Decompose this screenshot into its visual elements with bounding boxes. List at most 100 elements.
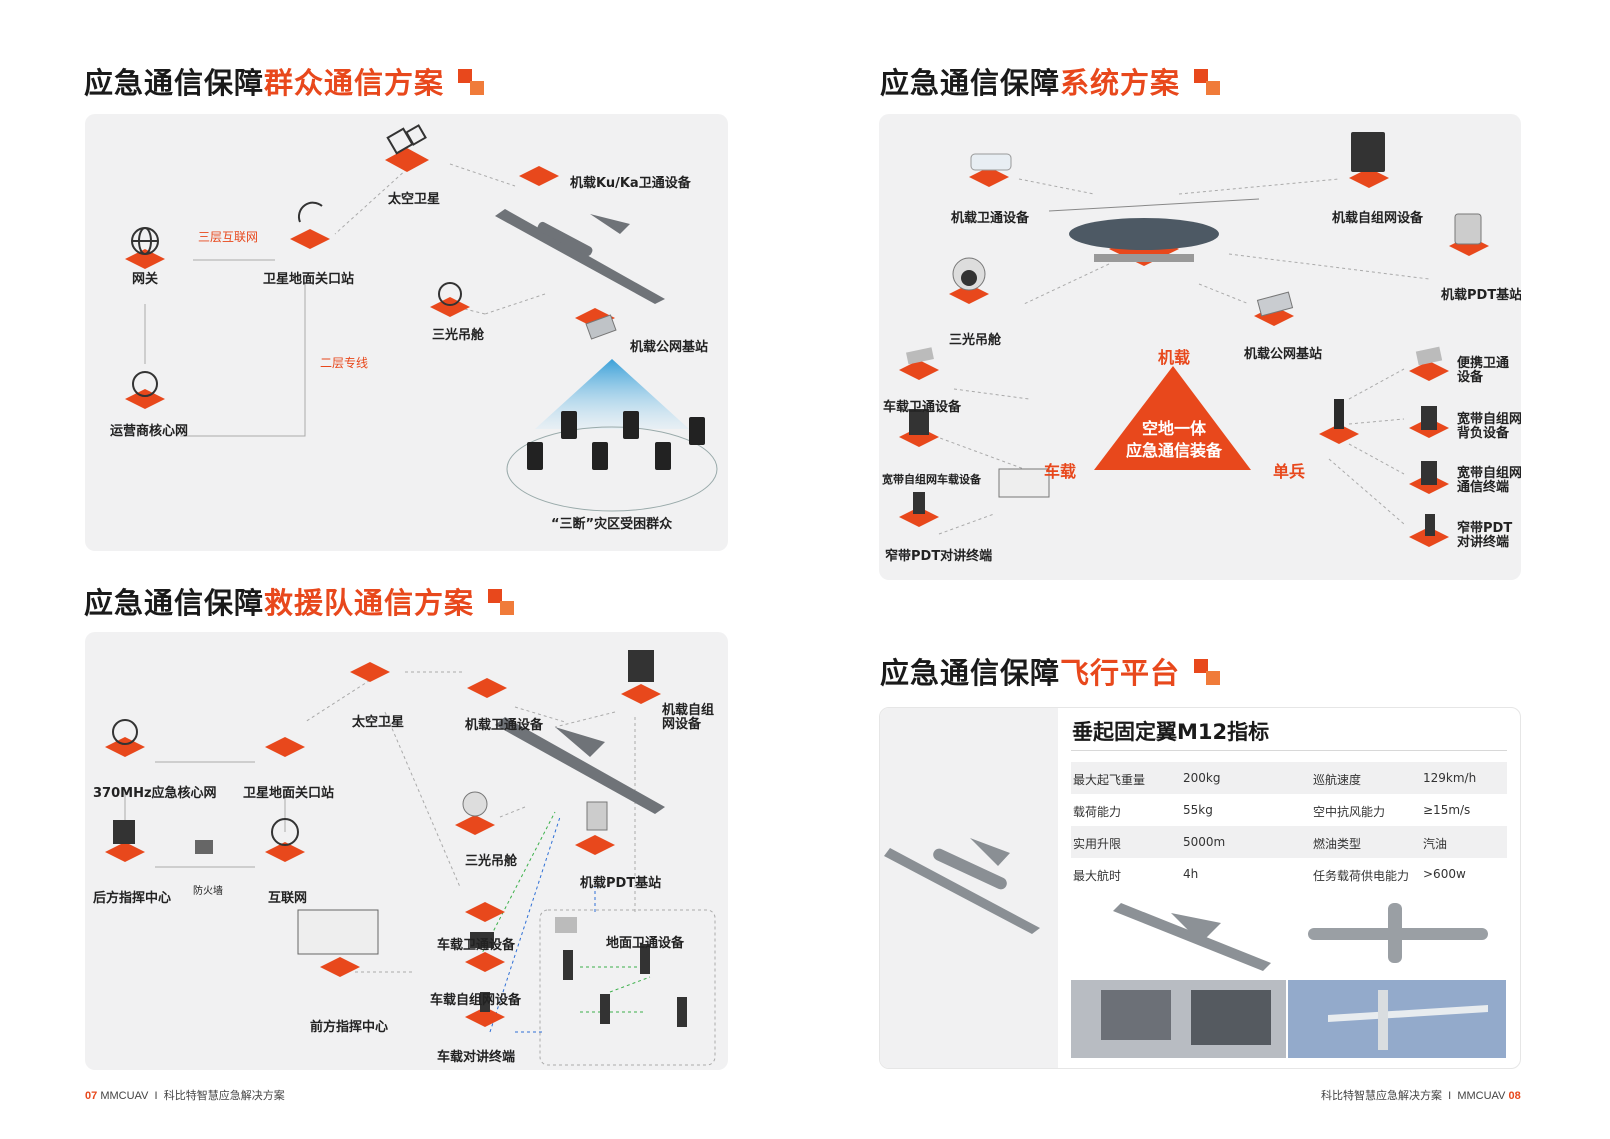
- footer-sep: I: [154, 1090, 158, 1102]
- label-airborne: 机载: [1158, 348, 1191, 367]
- triangle-center-text: 空地一体 应急通信装备: [1109, 418, 1239, 462]
- label-airborne-ku-ka: 机载Ku/Ka卫通设备: [570, 176, 691, 191]
- spec-row: 最大起飞重量 200kg 巡航速度 129km/h: [1071, 762, 1507, 794]
- air-mesh-line1: 机载自组: [662, 703, 715, 718]
- spec-value: 4h: [1183, 867, 1199, 881]
- spec-key: 最大航时: [1073, 869, 1122, 883]
- footer-sep: I: [1448, 1090, 1452, 1102]
- label-ground-station: 卫星地面关口站: [263, 272, 355, 287]
- footer-left: 07 MMCUAV I 科比特智慧应急解决方案: [85, 1087, 285, 1103]
- title-prefix: 应急通信保障: [84, 586, 265, 620]
- uav-photo-top-drawing: [1308, 903, 1488, 963]
- label-space-satellite: 太空卫星: [352, 715, 405, 730]
- section-title-system: 应急通信保障系统方案: [880, 60, 1221, 102]
- footer-text: 科比特智慧应急解决方案: [1321, 1090, 1442, 1102]
- spec-key: 载荷能力: [1073, 805, 1122, 819]
- label-air-pdt: 机载PDT基站: [1441, 288, 1521, 303]
- label-carrier-core: 运营商核心网: [110, 424, 189, 439]
- spec-value: 5000m: [1183, 835, 1226, 849]
- portable-sat-line1: 便携卫通: [1457, 356, 1510, 371]
- spec-row: 实用升限 5000m 燃油类型 汽油: [1071, 826, 1507, 858]
- spec-key: 最大起飞重量: [1073, 773, 1146, 787]
- label-portable-sat: 便携卫通设备: [1457, 357, 1509, 385]
- label-terminal: 宽带自组网通信终端: [1457, 467, 1521, 495]
- spec-value: 200kg: [1183, 771, 1221, 785]
- label-core-370: 370MHz应急核心网: [93, 786, 217, 801]
- label-firewall: 防火墙: [193, 886, 223, 897]
- label-air-sat: 机载卫通设备: [951, 211, 1030, 226]
- spec-value: 129km/h: [1423, 771, 1477, 785]
- title-mark-icon: [488, 589, 515, 615]
- backpack-line2: 背负设备: [1457, 426, 1510, 441]
- system-diagram: 机载卫通设备 机载自组网设备 机载PDT基站 三光吊舱 机载公网基站 机载 车载…: [879, 114, 1521, 580]
- label-veh-term: 车载对讲终端: [437, 1050, 516, 1065]
- spec-key: 空中抗风能力: [1313, 805, 1386, 819]
- footer-right: 科比特智慧应急解决方案 I MMCUAV 08: [1321, 1087, 1521, 1103]
- payload-bay-drawing: [1101, 990, 1271, 1045]
- label-narrow-pdt: 窄带PDT对讲终端: [885, 549, 993, 564]
- uav-photo-top: [1288, 893, 1506, 975]
- flight-drawing: [1328, 990, 1488, 1050]
- pdt-term-line1: 窄带PDT: [1457, 521, 1513, 536]
- center-line-1: 空地一体: [1141, 419, 1206, 438]
- label-internet: 互联网: [268, 891, 308, 906]
- label-soldier: 单兵: [1273, 462, 1306, 481]
- center-line-2: 应急通信装备: [1125, 441, 1222, 460]
- label-two-layer: 二层专线: [320, 356, 369, 370]
- backpack-line1: 宽带自组网: [1457, 412, 1521, 427]
- spec-value: ≥15m/s: [1423, 803, 1471, 817]
- title-mark-icon: [1194, 659, 1221, 685]
- crowd-diagram: 太空卫星 机载Ku/Ka卫通设备 网关 三层互联网 卫星地面关口站 三光吊舱 机…: [85, 114, 728, 551]
- label-crowd: “三断”灾区受困群众: [551, 517, 673, 532]
- label-vehicle: 车载: [1044, 462, 1077, 481]
- uav-side-image: [884, 838, 1040, 934]
- title-mark-icon: [458, 69, 485, 95]
- air-mesh-line2: 网设备: [662, 717, 702, 732]
- label-air-sat: 机载卫通设备: [465, 718, 544, 733]
- label-rear-cmd: 后方指挥中心: [93, 891, 172, 906]
- spec-key: 巡航速度: [1313, 773, 1362, 787]
- spec-key: 实用升限: [1073, 837, 1122, 851]
- uav-photo-flight: [1288, 980, 1506, 1058]
- rescue-diagram: 太空卫星 机载卫通设备 机载自组网设备 370MHz应急核心网 卫星地面关口站 …: [85, 632, 728, 1070]
- label-front-cmd: 前方指挥中心: [310, 1020, 389, 1035]
- uav-photo-payload-bay: [1071, 980, 1286, 1058]
- section-title-platform: 应急通信保障飞行平台: [880, 650, 1221, 692]
- label-public-bs: 机载公网基站: [630, 340, 709, 355]
- label-public-bs: 机载公网基站: [1244, 347, 1323, 362]
- rescue-diagram-graphics: [105, 650, 716, 1066]
- title-mark-icon: [1194, 69, 1221, 95]
- label-ground-sat: 地面卫通设备: [606, 936, 685, 951]
- label-gateway: 网关: [132, 272, 159, 287]
- label-air-pdt: 机载PDT基站: [580, 876, 662, 891]
- label-backpack: 宽带自组网背负设备: [1457, 413, 1521, 441]
- section-title-crowd: 应急通信保障群众通信方案: [84, 60, 485, 102]
- title-prefix: 应急通信保障: [880, 656, 1061, 690]
- spec-divider: [1071, 750, 1507, 751]
- section-title-rescue: 应急通信保障救援队通信方案: [84, 580, 515, 622]
- spec-key: 任务载荷供电能力: [1313, 869, 1410, 883]
- spec-value: >600w: [1423, 867, 1466, 881]
- label-space-satellite: 太空卫星: [388, 192, 441, 207]
- uav-photo-angle-drawing: [1113, 903, 1271, 971]
- pdt-term-line2: 对讲终端: [1457, 535, 1510, 550]
- platform-side-image: [880, 708, 1058, 1068]
- label-air-mesh: 机载自组网设备: [1332, 211, 1424, 226]
- spec-row: 载荷能力 55kg 空中抗风能力 ≥15m/s: [1071, 794, 1507, 826]
- label-veh-sat: 车载卫通设备: [437, 938, 516, 953]
- label-three-layer: 三层互联网: [198, 230, 259, 244]
- footer-brand: MMCUAV: [1457, 1090, 1506, 1102]
- spec-row: 最大航时 4h 任务载荷供电能力 >600w: [1071, 858, 1507, 890]
- title-prefix: 应急通信保障: [84, 66, 265, 100]
- label-veh-sat: 车载卫通设备: [883, 400, 962, 415]
- label-tri-pod: 三光吊舱: [949, 333, 1002, 348]
- title-highlight: 群众通信方案: [264, 66, 445, 100]
- label-ground-station: 卫星地面关口站: [243, 786, 335, 801]
- system-diagram-graphics: [899, 132, 1489, 547]
- uav-photo-angle: [1071, 893, 1286, 975]
- portable-sat-line2: 设备: [1457, 370, 1484, 385]
- terminal-line2: 通信终端: [1457, 480, 1510, 495]
- title-highlight: 救援队通信方案: [264, 586, 475, 620]
